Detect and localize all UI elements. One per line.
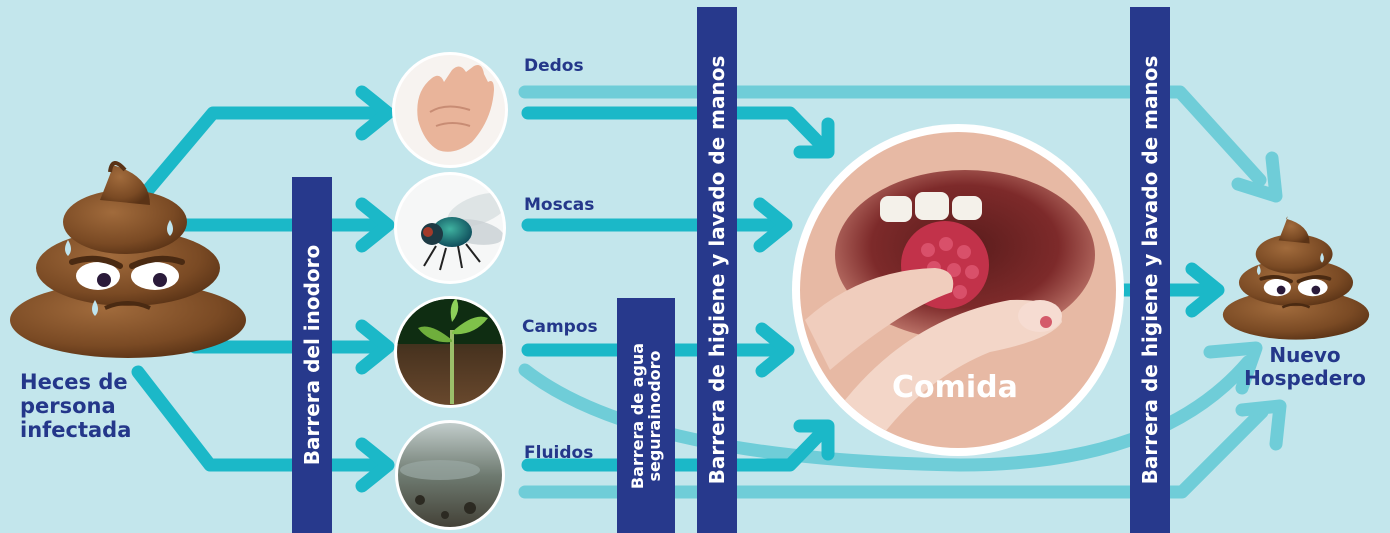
- barrier-hygiene-1: Barrera de higiene y lavado de manos: [697, 7, 737, 533]
- barrier-toilet-label: Barrera del inodoro: [301, 245, 323, 466]
- barrier-safe-water: Barrera de agua segurainodoro: [617, 298, 675, 533]
- puddle-image: [392, 418, 508, 533]
- barrier-hygiene-2: Barrera de higiene y lavado de manos: [1130, 7, 1170, 533]
- barrier-hygiene-2-label: Barrera de higiene y lavado de manos: [1139, 56, 1161, 485]
- mouth-raspberry-image: [792, 124, 1124, 456]
- seedling-soil-image: [392, 294, 508, 410]
- label-fluidos: Fluidos: [524, 443, 593, 463]
- barrier-toilet: Barrera del inodoro: [292, 177, 332, 533]
- arrow-source-to-dedos: [148, 113, 385, 190]
- hand-image: [392, 52, 508, 168]
- host-poop: [1223, 217, 1369, 340]
- label-campos: Campos: [522, 317, 598, 337]
- barrier-hygiene-1-label: Barrera de higiene y lavado de manos: [706, 56, 728, 485]
- label-food: Comida: [892, 370, 1018, 405]
- fly-image: [392, 170, 513, 286]
- source-poop: [10, 162, 246, 358]
- arrow-dedos-to-food: [528, 113, 826, 150]
- arrow-source-to-fluidos: [138, 372, 385, 465]
- barrier-safe-water-label: Barrera de agua segurainodoro: [629, 342, 663, 488]
- label-source: Heces de persona infectada: [20, 370, 131, 442]
- label-dedos: Dedos: [524, 56, 584, 76]
- label-host: Nuevo Hospedero: [1240, 344, 1370, 390]
- label-moscas: Moscas: [524, 195, 594, 215]
